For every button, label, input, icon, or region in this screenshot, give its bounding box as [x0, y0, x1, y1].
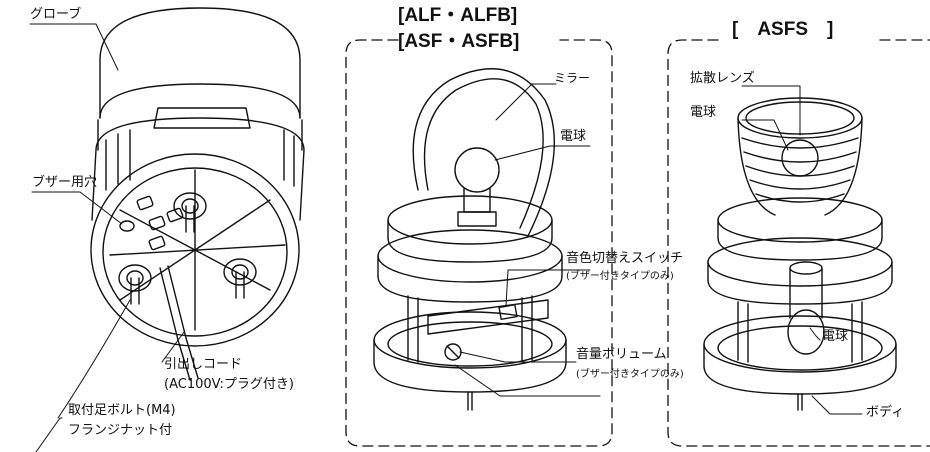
asfs-internal	[703, 97, 897, 411]
label-bolt: 取付足ボルト(M4)	[68, 403, 176, 418]
alf-panel-frame	[345, 39, 613, 447]
mirror	[412, 68, 556, 237]
asfs-panel-frame	[667, 39, 930, 447]
bulb	[454, 147, 500, 193]
label-mirror: ミラー	[554, 71, 591, 85]
label-flange-nut: フランジナット付	[68, 423, 173, 438]
label-bulb-lower: 電球	[822, 329, 849, 344]
alf-internal	[373, 68, 567, 411]
body-upper	[99, 83, 301, 119]
leader-lines	[29, 23, 863, 452]
globe	[99, 7, 301, 119]
label-cord: 引出しコード	[164, 357, 243, 372]
label-cord-spec: (AC100V:プラグ付き)	[164, 377, 294, 392]
panel-header-asfs: [ ASFS ]	[732, 19, 834, 40]
label-bulb-middle: 電球	[560, 129, 587, 144]
panel-header-alf: [ALF・ALFB]	[398, 5, 518, 26]
label-volume: 音量ボリューム	[576, 347, 667, 362]
label-tone-switch: 音色切替えスイッチ	[566, 251, 684, 266]
label-volume-note: (ブザー付きタイプのみ)	[576, 369, 684, 380]
label-diffuser-lens: 拡散レンズ	[690, 71, 755, 86]
label-bulb-upper: 電球	[690, 105, 717, 120]
label-buzzer-hole: ブザー用穴	[32, 175, 98, 190]
panel-header-asf: [ASF・ASFB]	[398, 31, 520, 52]
label-globe: グローブ	[30, 7, 82, 22]
beacon-assembly	[90, 7, 305, 381]
label-body: ボディ	[866, 405, 905, 420]
label-tone-switch-note: (ブザー付きタイプのみ)	[566, 271, 674, 282]
